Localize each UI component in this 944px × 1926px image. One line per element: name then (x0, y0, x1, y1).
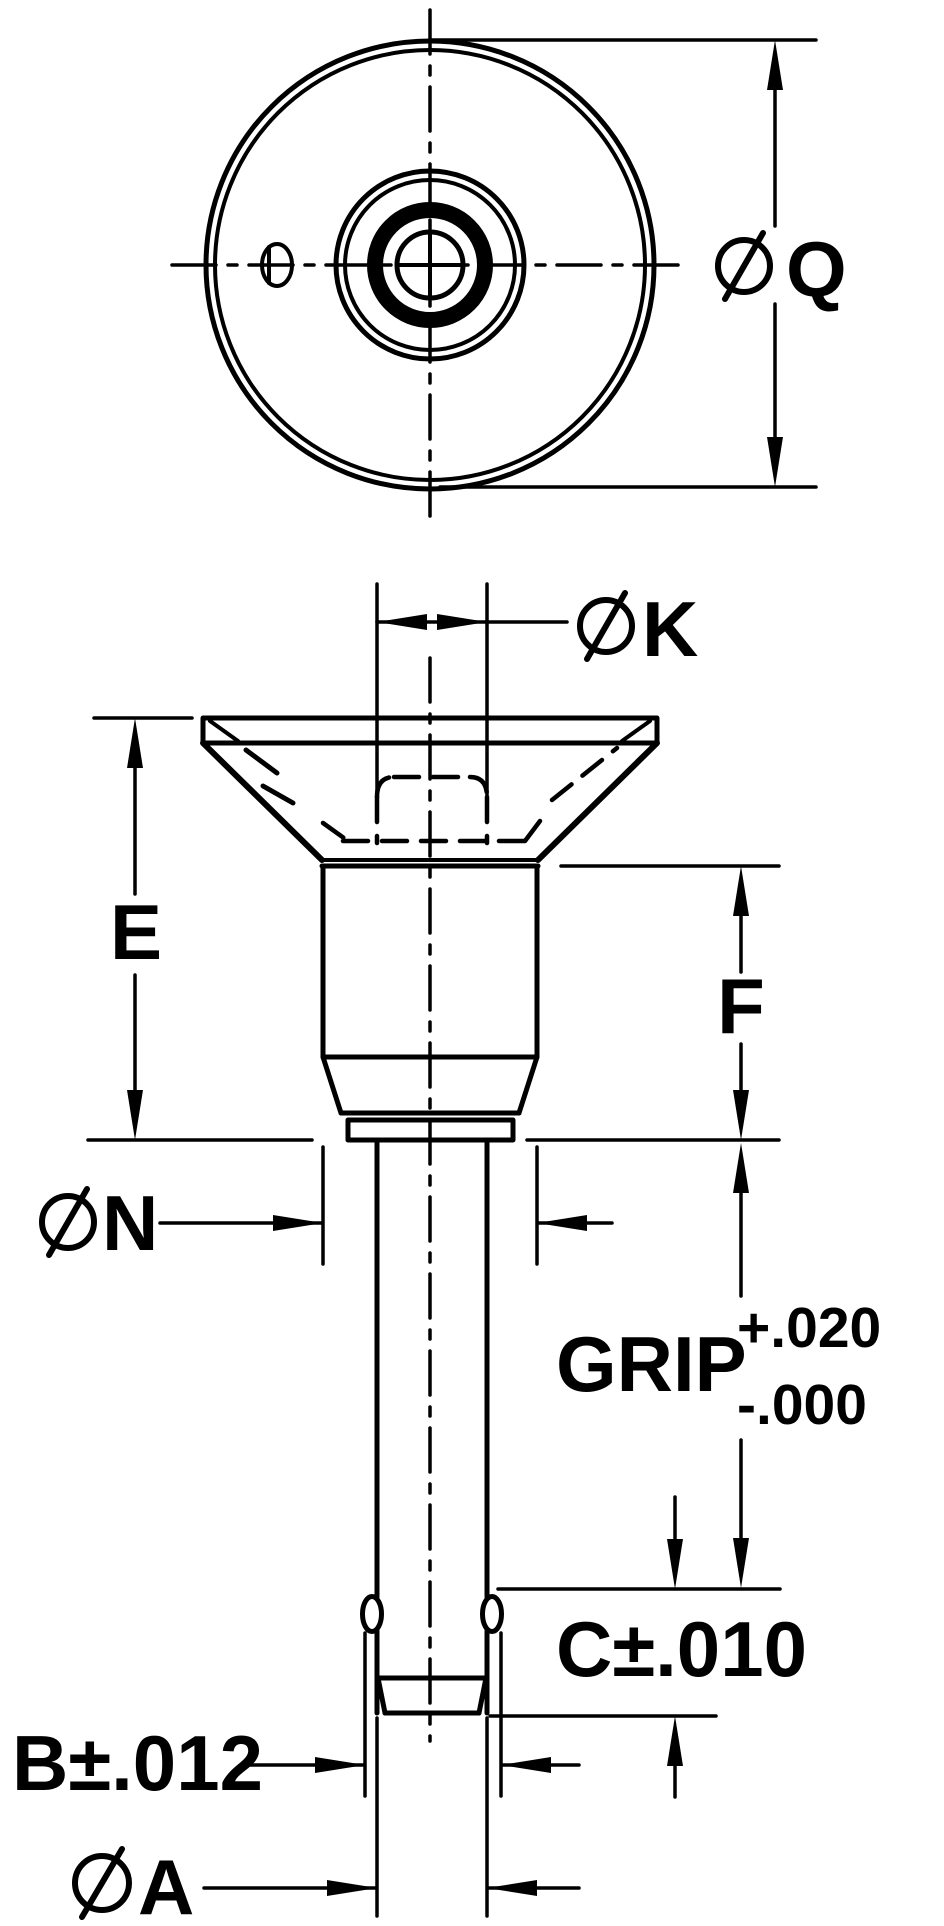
lock-ball (360, 1594, 384, 1634)
plunger-ring (367, 202, 493, 328)
dimension-e: E (92, 716, 194, 1140)
arrowhead-left-icon (537, 1215, 587, 1231)
arrowhead-left-icon (487, 1880, 537, 1896)
arrowhead-down-icon (733, 1538, 749, 1588)
arrowhead-down-icon (733, 1090, 749, 1140)
pin-shank (360, 1137, 504, 1716)
arrowhead-up-icon (127, 718, 143, 768)
arrowhead-up-icon (733, 866, 749, 916)
dimension-grip: GRIP +.020 -.000 (496, 1143, 881, 1591)
dimension-k: K (375, 582, 698, 797)
arrowhead-right-icon (315, 1757, 365, 1773)
side-view (200, 656, 660, 1743)
button-inner-circle (343, 178, 517, 352)
diameter-symbol (72, 1846, 132, 1920)
top-view (170, 8, 688, 523)
head-tick-line (243, 747, 280, 776)
dimension-q: Q (430, 38, 847, 489)
dimension-f: F (559, 864, 781, 1140)
tip-chamfer (375, 1675, 388, 1716)
dimension-a-label: A (138, 1843, 194, 1926)
diameter-symbol (577, 590, 635, 662)
grip-tolerance-plus: +.020 (737, 1296, 881, 1360)
flange-inner-circle (213, 48, 647, 482)
pin-body (320, 863, 540, 1143)
chamfer-line (208, 719, 240, 743)
dimension-c-label: C±.010 (556, 1605, 807, 1693)
lanyard-hole (260, 242, 294, 288)
head-flange (200, 715, 660, 746)
arrowhead-up-icon (767, 40, 783, 90)
grip-label: GRIP (556, 1320, 747, 1408)
dimension-e-label: E (110, 888, 162, 976)
hidden-bore-lines (320, 745, 620, 846)
dimension-n-label: N (102, 1179, 158, 1267)
collar-ring (345, 1117, 516, 1143)
arrowhead-down-icon (767, 437, 783, 487)
dimension-b-label: B±.012 (12, 1719, 263, 1807)
head-cone-left (200, 740, 325, 863)
arrowhead-up-icon (667, 1716, 683, 1766)
arrowhead-left-icon (501, 1757, 551, 1773)
head-cone-right (535, 740, 660, 863)
arrowhead-up-icon (733, 1143, 749, 1193)
grip-tolerance-minus: -.000 (737, 1373, 867, 1437)
pin-head (200, 715, 660, 869)
arrowhead-down-icon (127, 1090, 143, 1140)
dimension-f-label: F (717, 962, 765, 1050)
lock-ball (480, 1594, 504, 1634)
arrowhead-right-icon (437, 614, 487, 630)
head-tick-line (260, 783, 296, 806)
arrowhead-down-icon (667, 1539, 683, 1589)
diameter-symbol (715, 230, 773, 302)
arrowhead-right-icon (273, 1215, 323, 1231)
dimension-a: A (72, 1716, 581, 1926)
collet-taper (320, 1054, 344, 1116)
diameter-symbol (39, 1186, 97, 1258)
arrowhead-left-icon (377, 614, 427, 630)
dimension-n: N (39, 1145, 614, 1267)
collet-taper (516, 1054, 540, 1116)
flange-outer-circle (203, 38, 657, 492)
button-outer-circle (333, 168, 527, 362)
arrowhead-right-icon (327, 1880, 377, 1896)
dimension-k-label: K (642, 585, 698, 673)
dimension-c: C±.010 (488, 1495, 807, 1799)
chamfer-line (620, 719, 652, 743)
dimension-q-label: Q (786, 225, 847, 313)
dimension-b: B±.012 (12, 1631, 581, 1807)
tip-chamfer (476, 1675, 489, 1716)
